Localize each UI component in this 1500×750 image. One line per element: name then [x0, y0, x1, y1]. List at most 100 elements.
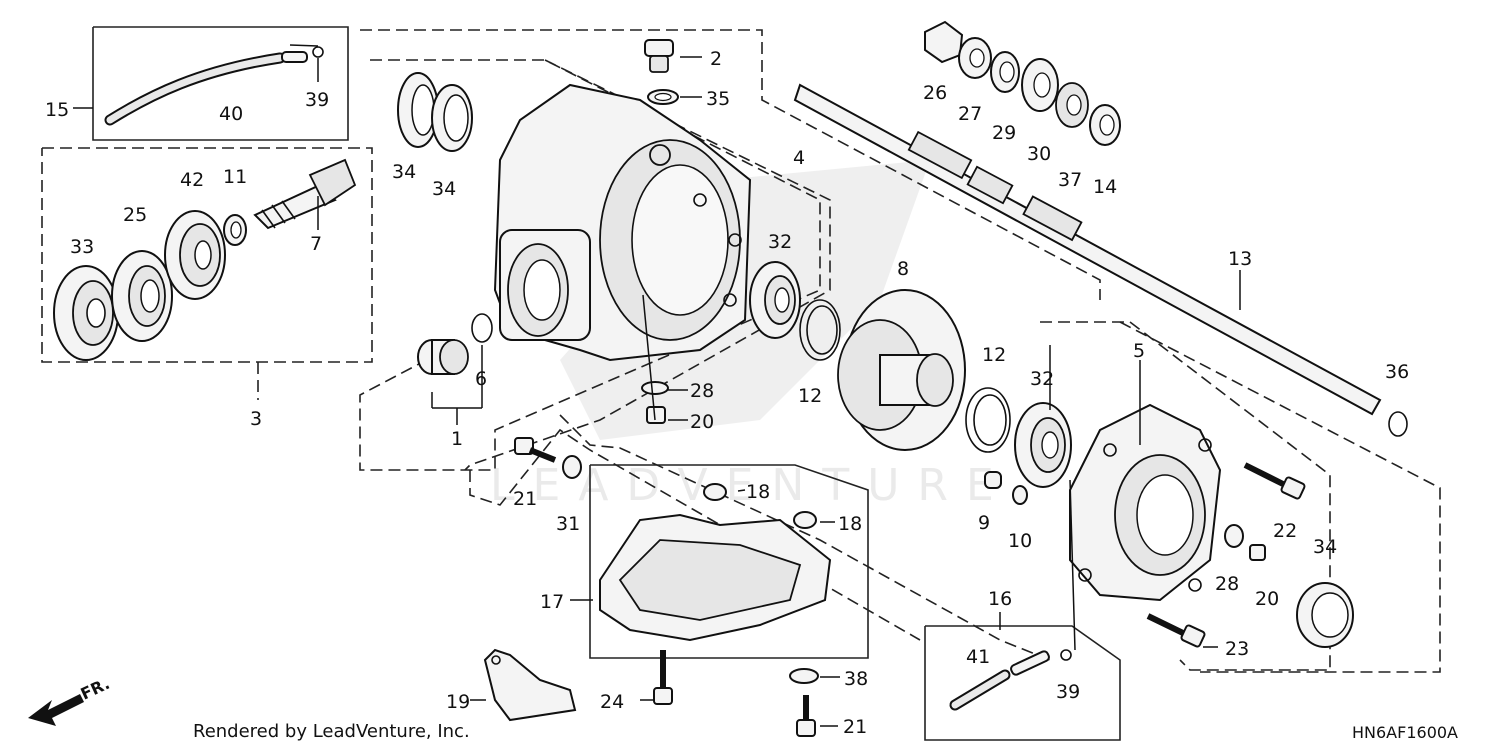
callout-34c: 34 [1313, 536, 1337, 558]
washer-38 [789, 668, 819, 684]
washer-28b [1224, 524, 1244, 548]
callout-17: 17 [540, 591, 564, 613]
bearing-42 [164, 210, 226, 300]
shim-12a [799, 299, 841, 361]
callout-30: 30 [1027, 143, 1051, 165]
axle-shaft-13 [793, 83, 1382, 416]
callout-25: 25 [123, 204, 147, 226]
bolt-23 [1146, 613, 1206, 648]
callout-3: 3 [250, 408, 262, 430]
render-credit: Rendered by LeadVenture, Inc. [193, 721, 470, 742]
callout-19: 19 [446, 691, 470, 713]
bearing-32a [749, 261, 801, 339]
grommet-18b [793, 511, 817, 529]
dowel-pin-9 [984, 471, 1002, 489]
callout-12a: 12 [798, 385, 822, 407]
bolt-22 [1243, 462, 1306, 500]
callout-13: 13 [1228, 248, 1252, 270]
front-direction-arrow: FR. [28, 674, 113, 726]
callout-4: 4 [793, 147, 805, 169]
seal-34b [431, 84, 473, 152]
callout-7: 7 [310, 233, 322, 255]
diagram-code: HN6AF1600A [1352, 723, 1458, 742]
pinion-gear-7 [253, 158, 357, 230]
washer-29 [990, 51, 1020, 93]
bracket-19 [483, 648, 577, 722]
box-17 [589, 464, 869, 659]
bolt-20a [646, 406, 666, 424]
callout-35: 35 [706, 88, 730, 110]
box-3 [41, 147, 373, 363]
washer-10 [1012, 485, 1028, 505]
bolt-24 [653, 650, 673, 705]
callout-21a: 21 [513, 488, 537, 510]
bearing-32b [1014, 402, 1072, 488]
seal-14 [1089, 104, 1121, 146]
washer-30 [1021, 58, 1059, 112]
hose-clip [312, 46, 324, 82]
flange-33 [53, 265, 119, 361]
grommet-18a [703, 483, 727, 501]
breather-hose-41 [949, 650, 1050, 711]
bolt-21b [796, 695, 816, 737]
drain-plug-2 [644, 39, 674, 73]
callout-9: 9 [978, 512, 990, 534]
callout-39a: 39 [305, 89, 329, 111]
callout-39b: 39 [1056, 681, 1080, 703]
callout-18a: 18 [746, 481, 770, 503]
callout-1: 1 [451, 428, 463, 450]
callout-28a: 28 [690, 380, 714, 402]
callout-22: 22 [1273, 520, 1297, 542]
callout-12b: 12 [982, 344, 1006, 366]
callout-20b: 20 [1255, 588, 1279, 610]
callout-6: 6 [475, 368, 487, 390]
box-15 [92, 26, 349, 141]
front-label: FR. [78, 674, 113, 704]
box-5 [1040, 321, 1331, 671]
callout-8: 8 [897, 258, 909, 280]
callout-37: 37 [1058, 169, 1082, 191]
washer-28a [641, 381, 669, 395]
skid-plate-17 [599, 513, 832, 642]
callout-24: 24 [600, 691, 624, 713]
callout-29: 29 [992, 122, 1016, 144]
callout-18b: 18 [838, 513, 862, 535]
callout-38: 38 [844, 668, 868, 690]
callout-40: 40 [219, 103, 243, 125]
seal-34c [1296, 582, 1354, 648]
seal-34a [397, 72, 439, 148]
callout-34a: 34 [392, 161, 416, 183]
callout-31: 31 [556, 513, 580, 535]
washer-27 [958, 37, 992, 79]
washer-11 [223, 214, 247, 246]
callout-34b: 34 [432, 178, 456, 200]
circlip-36 [1388, 411, 1408, 437]
callout-21b: 21 [843, 716, 867, 738]
callout-42: 42 [180, 169, 204, 191]
callout-23: 23 [1225, 638, 1249, 660]
callouts: 1 2 3 4 5 6 7 8 9 10 11 12 12 13 14 15 1… [45, 48, 1409, 738]
box-16 [924, 625, 1121, 741]
bolt-20b [1249, 544, 1266, 561]
callout-15: 15 [45, 99, 69, 121]
bearing-ring-25 [111, 250, 173, 342]
callout-41: 41 [966, 646, 990, 668]
callout-26: 26 [923, 82, 947, 104]
lock-nut-26 [924, 20, 964, 64]
bushing-1 [417, 339, 469, 375]
o-ring-6 [471, 313, 493, 343]
bolt-21a [514, 437, 557, 463]
callout-10: 10 [1008, 530, 1032, 552]
callout-14: 14 [1093, 176, 1117, 198]
callout-2: 2 [710, 48, 722, 70]
callout-16: 16 [988, 588, 1012, 610]
ring-gear-8 [837, 289, 966, 451]
gear-case-cover-5 [1069, 403, 1222, 602]
final-gear-case [493, 83, 752, 362]
shim-12b [965, 387, 1011, 453]
washer-35 [647, 89, 679, 105]
washer-31 [562, 455, 582, 479]
callout-32b: 32 [1030, 368, 1054, 390]
callout-11: 11 [223, 166, 247, 188]
